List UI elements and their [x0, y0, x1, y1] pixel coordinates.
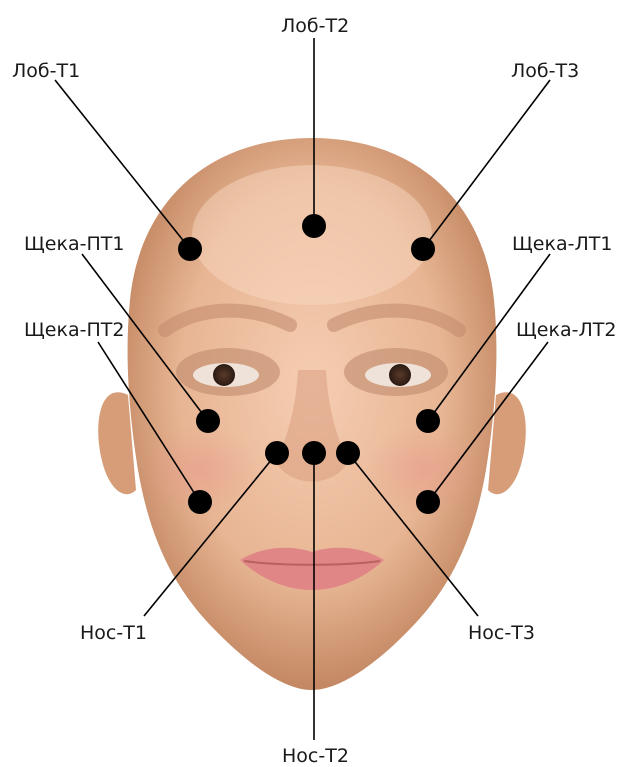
marker-lob-t1 [178, 237, 202, 261]
marker-lob-t3 [411, 237, 435, 261]
right-iris [389, 364, 411, 386]
label-nose-t2: Нос-Т2 [282, 745, 349, 767]
leader-lob-t1 [55, 80, 190, 249]
leader-lob-t3 [423, 80, 550, 249]
label-cheek-pt1: Щека-ПТ1 [24, 233, 124, 255]
label-lob-t1: Лоб-Т1 [12, 60, 80, 82]
left-iris [213, 364, 235, 386]
marker-nose-t2 [302, 441, 326, 465]
marker-cheek-lt2 [416, 490, 440, 514]
marker-cheek-lt1 [416, 409, 440, 433]
label-cheek-lt2: Щека-ЛТ2 [516, 319, 616, 341]
marker-cheek-pt1 [196, 409, 220, 433]
label-cheek-pt2: Щека-ПТ2 [24, 319, 124, 341]
marker-cheek-pt2 [188, 490, 212, 514]
label-lob-t3: Лоб-Т3 [511, 60, 579, 82]
marker-nose-t1 [265, 441, 289, 465]
label-nose-t1: Нос-Т1 [80, 622, 147, 644]
label-lob-t2: Лоб-Т2 [281, 15, 349, 37]
label-nose-t3: Нос-Т3 [468, 622, 535, 644]
marker-lob-t2 [302, 214, 326, 238]
marker-nose-t3 [336, 441, 360, 465]
label-cheek-lt1: Щека-ЛТ1 [512, 233, 612, 255]
